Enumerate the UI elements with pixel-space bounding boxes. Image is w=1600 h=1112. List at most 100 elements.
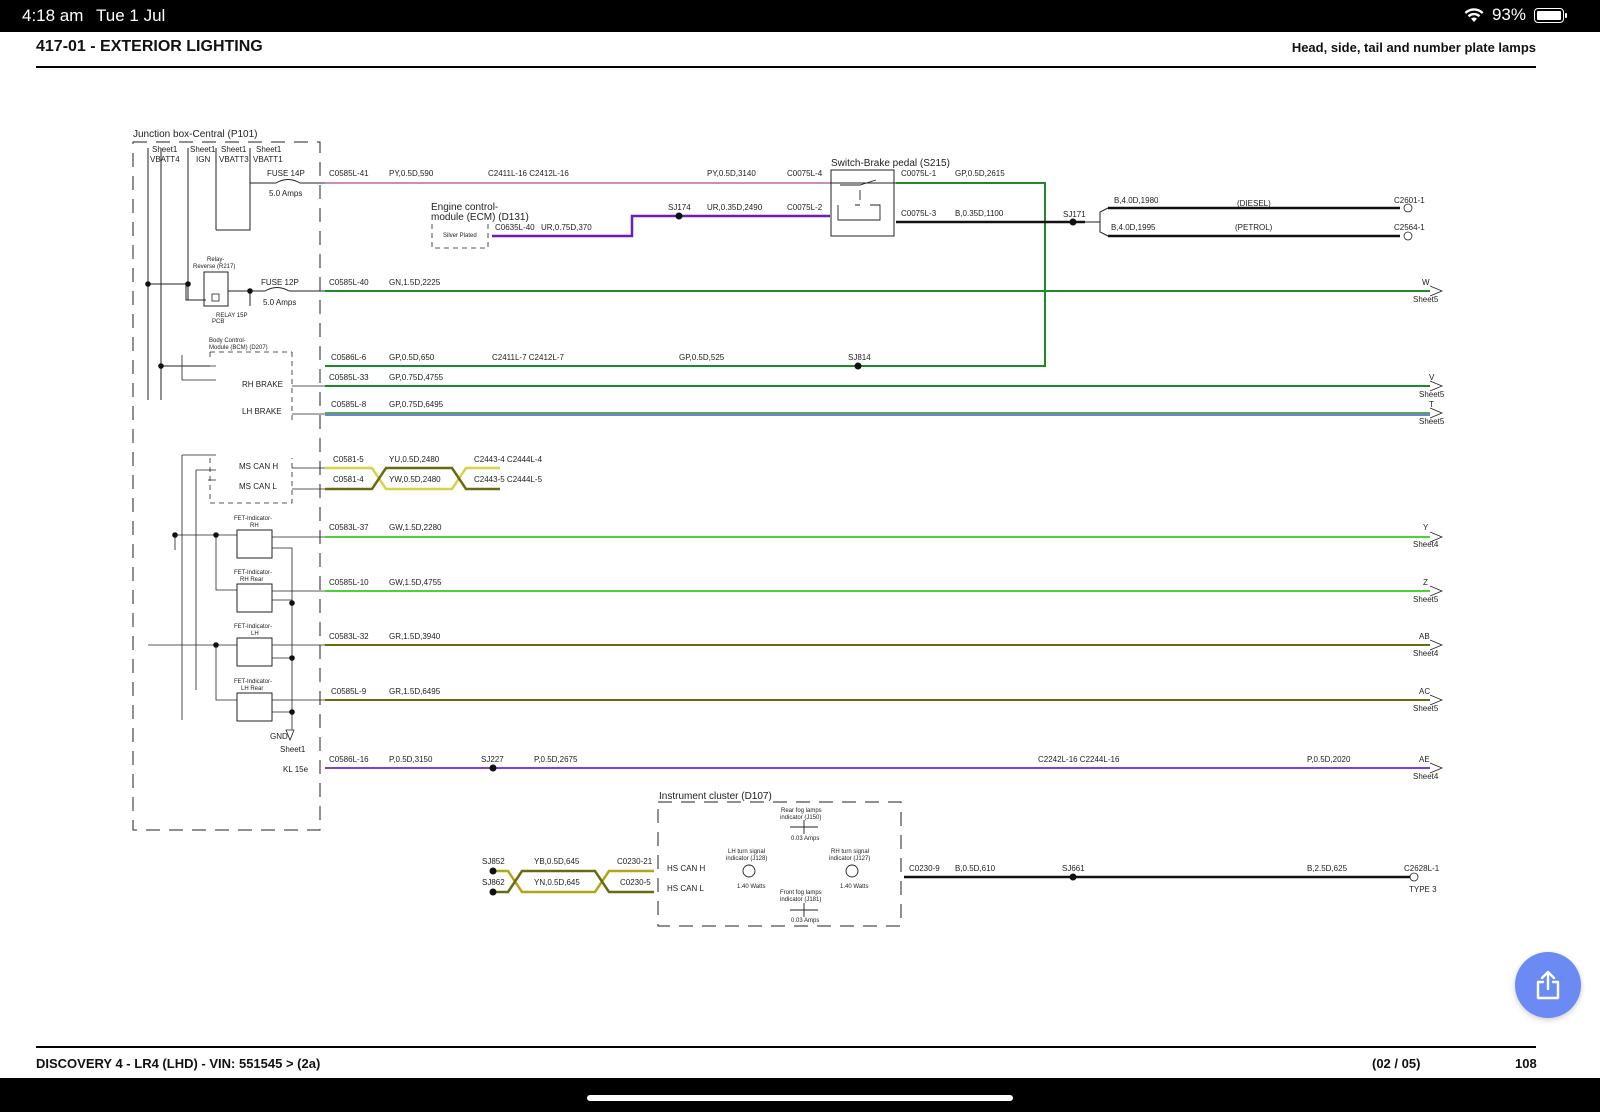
diagram-label-w6-end: Y: [1423, 523, 1429, 532]
diagram-label-ecm-sj: SJ174: [668, 203, 691, 212]
diagram-label-w10-w3: P,0.5D,2020: [1307, 755, 1351, 764]
diagram-label-switch-brake: Switch-Brake pedal (S215): [831, 158, 950, 169]
diagram-label-hs-w1: YB,0.5D,645: [534, 857, 580, 866]
diagram-label-fuse12p-amps: 5.0 Amps: [263, 298, 296, 307]
diagram-label-w10-end: AE: [1419, 755, 1430, 764]
diagram-label-front-fog-1: Front fog lamps: [780, 890, 822, 896]
diagram-label-w10-sheet: Sheet4: [1413, 772, 1439, 781]
diagram-label-gnd-sheet: Sheet1: [280, 745, 306, 754]
diagram-label-w10-w2: P,0.5D,2675: [534, 755, 578, 764]
diagram-label-fet-rh-1: FET-Indicator-: [234, 516, 272, 522]
diagram-label-w4-sheet: Sheet5: [1419, 390, 1445, 399]
diagram-label-w7-end: Z: [1423, 578, 1428, 587]
diagram-label-hs-can-h: HS CAN H: [667, 864, 705, 873]
diagram-label-ecm-c2: C0075L-2: [787, 203, 823, 212]
diagram-label-fet-lhr-1: FET-Indicator-: [234, 679, 272, 685]
diagram-label-rh-brake: RH BRAKE: [242, 380, 283, 389]
diagram-label-w1-c2: C2411L-16 C2412L-16: [488, 169, 569, 178]
diagram-label-w1-w1: PY,0.5D,590: [389, 169, 434, 178]
battery-icon: [1534, 7, 1567, 23]
diagram-label-fet-rhr-2: RH Rear: [240, 577, 263, 583]
diagram-label-sw-c3: C0075L-3: [901, 209, 937, 218]
diagram-label-lh-brake: LH BRAKE: [242, 407, 282, 416]
diagram-label-w7-w1: GW,1.5D,4755: [389, 578, 442, 587]
diagram-label-rh-turn-w: 1.40 Watts: [840, 884, 868, 890]
diagram-label-gnd: GND: [270, 732, 288, 741]
footer-sheet: (02 / 05): [1372, 1056, 1421, 1071]
diagram-label-d-w: B,4.0D,1980: [1114, 196, 1159, 205]
diagram-label-w2-w1: GN,1.5D,2225: [389, 278, 441, 287]
diagram-label-w3-w2: GP,0.5D,525: [679, 353, 725, 362]
diagram-label-ms-can-h: MS CAN H: [239, 462, 278, 471]
diagram-label-w5-c1: C0585L-8: [331, 400, 367, 409]
home-indicator[interactable]: [587, 1095, 1013, 1101]
diagram-label-w5-sheet: Sheet5: [1419, 417, 1445, 426]
diagram-label-w9-c1: C0585L-9: [331, 687, 367, 696]
share-button[interactable]: [1515, 952, 1581, 1018]
diagram-label-bcm-2: Module (BCM) (D207): [209, 345, 268, 351]
diagram-label-front-fog-w: 0.03 Amps: [791, 918, 819, 924]
diagram-label-sw-w3: B,0.35D,1100: [955, 209, 1004, 218]
diagram-label-can-c3: C0581-4: [333, 475, 364, 484]
diagram-label-supplies-3: VBATT1: [253, 155, 283, 164]
diagram-label-fet-lh-2: LH: [251, 631, 259, 637]
diagram-label-hs-c2: C0230-5: [620, 878, 651, 887]
diagram-label-w3-c2: C2411L-7 C2412L-7: [492, 353, 564, 362]
diagram-label-w10-c1: C0586L-16: [329, 755, 369, 764]
diagram-label-w3-w1: GP,0.5D,650: [389, 353, 435, 362]
diagram-label-ic-sj: SJ661: [1062, 864, 1085, 873]
diagram-label-w10-sj: SJ227: [481, 755, 504, 764]
diagram-label-fuse14p-amps: 5.0 Amps: [269, 189, 302, 198]
diagram-label-fet-rh-2: RH: [250, 523, 259, 529]
diagram-label-lh-turn-w: 1.40 Watts: [737, 884, 765, 890]
diagram-label-instrument-cluster: Instrument cluster (D107): [659, 791, 772, 802]
diagram-label-can-w2: YW,0.5D,2480: [389, 475, 441, 484]
diagram-label-ecm-2: module (ECM) (D131): [431, 212, 529, 223]
diagram-label-rear-fog-2: indicator (J150): [780, 815, 821, 821]
diagram-label-ecm-w2: UR,0.35D,2490: [707, 203, 763, 212]
diagram-label-w4-end: V: [1429, 373, 1435, 382]
diagram-label-w5-end: T: [1429, 400, 1434, 409]
junction-box-label: Junction box-Central (P101): [133, 129, 258, 140]
diagram-label-can-w1: YU,0.5D,2480: [389, 455, 440, 464]
diagram-label-can-c1: C0581-5: [333, 455, 364, 464]
status-bar: 4:18 am Tue 1 Jul 93%: [0, 0, 1600, 32]
diagram-label-bcm-1: Body Control-: [209, 338, 246, 344]
diagram-label-sheet-refs-3: Sheet1: [256, 145, 282, 154]
share-icon: [1536, 970, 1560, 1000]
diagram-label-hs-can-l: HS CAN L: [667, 884, 704, 893]
diagram-label-kl15e: KL 15e: [283, 765, 309, 774]
diagram-label-w7-c1: C0585L-10: [329, 578, 369, 587]
header-rule: [36, 66, 1536, 68]
diagram-label-supplies-0: VBATT4: [150, 155, 180, 164]
diagram-label-fet-lhr-2: LH Rear: [241, 686, 263, 692]
diagram-label-p-w: B,4.0D,1995: [1111, 223, 1156, 232]
diagram-label-w1-w2: PY,0.5D,3140: [707, 169, 756, 178]
diagram-label-w10-w1: P,0.5D,3150: [389, 755, 433, 764]
diagram-label-hs-sj1: SJ852: [482, 857, 505, 866]
diagram-label-w6-sheet: Sheet4: [1413, 540, 1439, 549]
diagram-label-w1-c1: C0585L-41: [329, 169, 369, 178]
status-indicators: 93%: [1464, 5, 1567, 25]
diagram-label-supplies-2: VBATT3: [219, 155, 249, 164]
diagram-label-w9-end: AC: [1419, 687, 1430, 696]
diagram-label-relay-pcb-2: PCB: [212, 319, 224, 325]
diagram-label-w10-c2: C2242L-16 C2244L-16: [1038, 755, 1120, 764]
status-time: 4:18 am: [22, 6, 84, 25]
diagram-label-w4-c1: C0585L-33: [329, 373, 369, 382]
diagram-label-can-c2: C2443-4 C2444L-4: [474, 455, 543, 464]
diagram-label-front-fog-2: indicator (J181): [780, 897, 821, 903]
diagram-label-w8-end: AB: [1419, 632, 1430, 641]
status-date: Tue 1 Jul: [96, 6, 166, 25]
footer-vehicle: DISCOVERY 4 - LR4 (LHD) - VIN: 551545 > …: [36, 1056, 321, 1071]
diagram-label-d-c: C2601-1: [1394, 196, 1425, 205]
diagram-label-p-c: C2564-1: [1394, 223, 1425, 232]
diagram-label-sj171: SJ171: [1063, 210, 1086, 219]
footer-rule: [36, 1046, 1536, 1048]
diagram-label-petrol: (PETROL): [1235, 223, 1273, 232]
diagram-label-w6-w1: GW,1.5D,2280: [389, 523, 442, 532]
diagram-label-ic-c2: C2628L-1: [1404, 864, 1440, 873]
diagram-label-w1-c4: C0075L-1: [901, 169, 937, 178]
diagram-label-w1-c3: C0075L-4: [787, 169, 823, 178]
